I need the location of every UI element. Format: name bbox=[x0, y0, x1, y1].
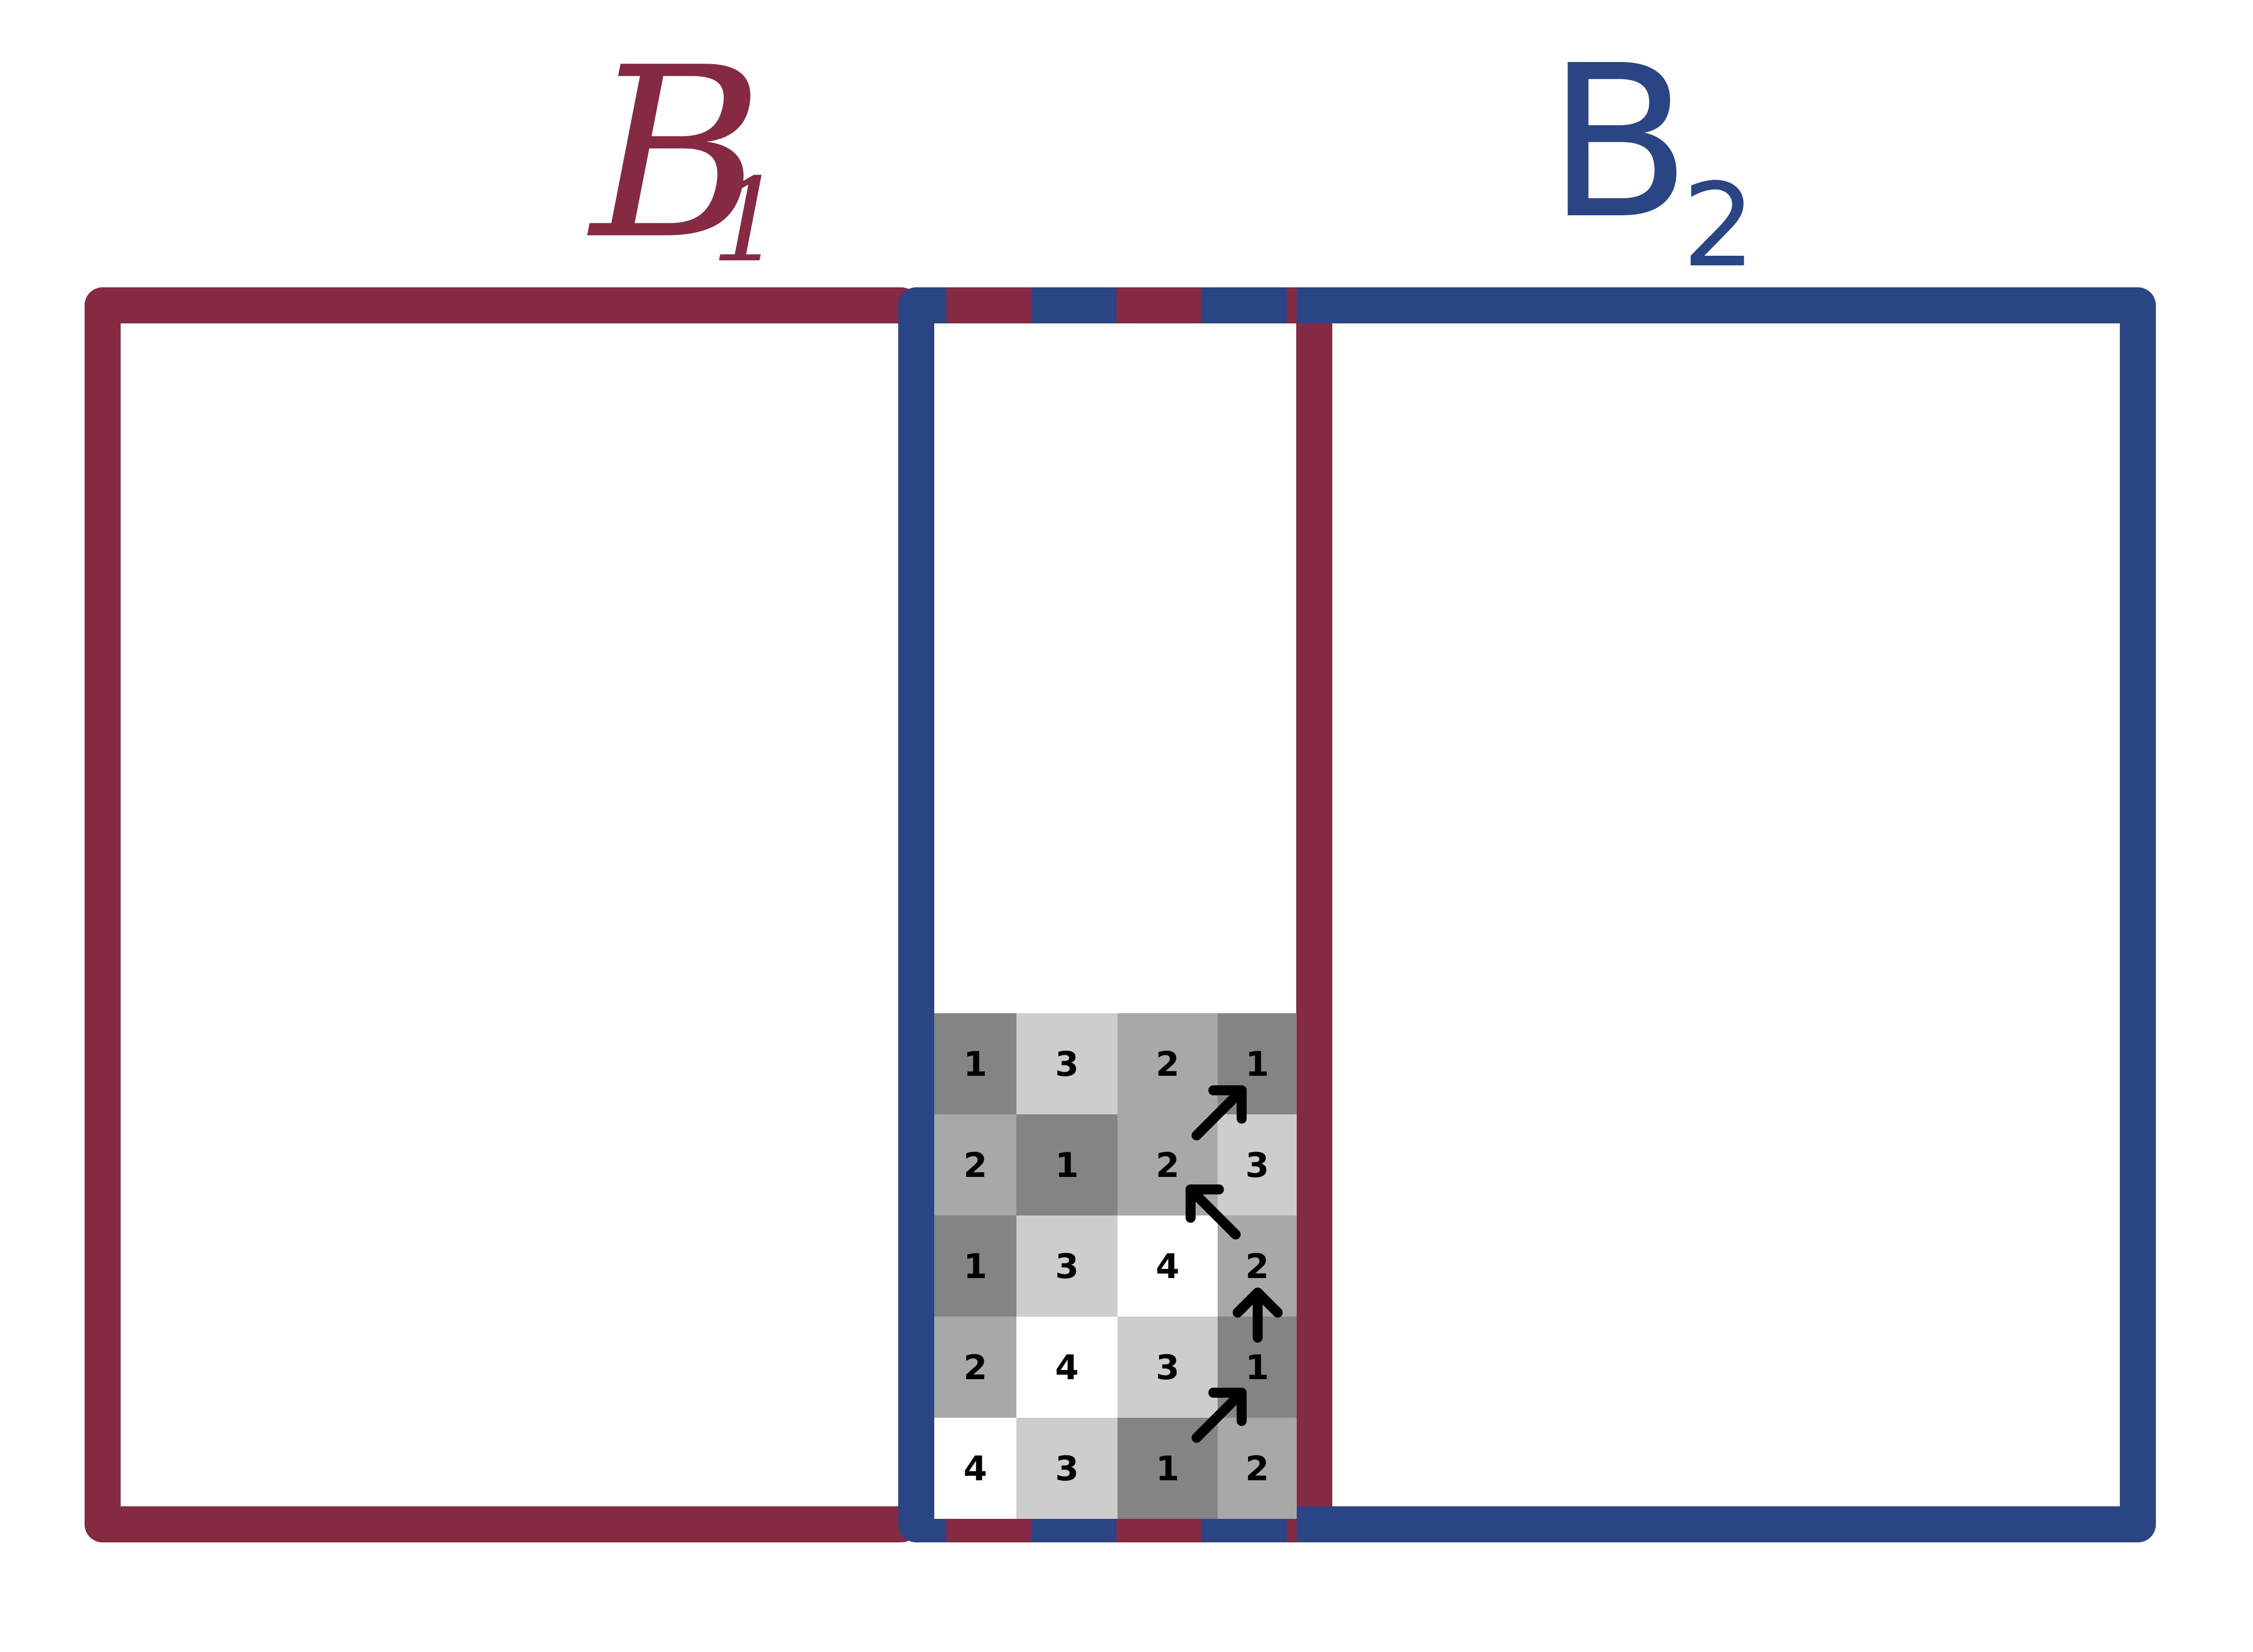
arrow-1-up bbox=[1233, 1288, 1283, 1343]
arrow-3-up-right bbox=[1192, 1085, 1247, 1140]
b1-letter: B bbox=[587, 17, 764, 291]
b2-subscript: 2 bbox=[1682, 159, 1755, 293]
grid-cell-label-r1-c2: 2 bbox=[1156, 1146, 1179, 1185]
grid-cell-r3-c2 bbox=[1117, 1317, 1218, 1418]
path-arrows bbox=[1186, 1085, 1283, 1443]
arrow-0-up-right bbox=[1192, 1388, 1247, 1443]
cell-grid: 1 3 2 1 2 1 2 3 1 3 4 2 2 4 3 1 4 3 1 2 bbox=[934, 1013, 1297, 1519]
grid-cell-label-r0-c2: 2 bbox=[1156, 1045, 1179, 1084]
grid-cell-label-r2-c1: 3 bbox=[1055, 1247, 1078, 1287]
arrow-2-up-left bbox=[1186, 1184, 1241, 1240]
grid-cell-label-r2-c3: 2 bbox=[1245, 1247, 1269, 1287]
label-b1: B 1 bbox=[587, 17, 785, 291]
grid-cell-r1-c0 bbox=[934, 1114, 1016, 1215]
grid-cell-label-r0-c0: 1 bbox=[963, 1045, 987, 1084]
grid-cell-label-r0-c3: 1 bbox=[1245, 1045, 1269, 1084]
label-b2: B 2 bbox=[1547, 21, 1755, 293]
grid-cell-r1-c3 bbox=[1218, 1114, 1297, 1215]
grid-cell-label-r0-c1: 3 bbox=[1055, 1045, 1078, 1084]
grid-cell-r3-c0 bbox=[934, 1317, 1016, 1418]
grid-cell-label-r3-c3: 1 bbox=[1245, 1348, 1269, 1388]
grid-cell-label-r4-c3: 2 bbox=[1245, 1449, 1269, 1489]
overlap-dashed-edges bbox=[946, 287, 1297, 1542]
grid-cell-label-r4-c1: 3 bbox=[1055, 1449, 1078, 1489]
b1-subscript: 1 bbox=[711, 154, 784, 288]
grid-cell-label-r3-c2: 3 bbox=[1156, 1348, 1179, 1388]
grid-cell-label-r1-c3: 3 bbox=[1245, 1146, 1269, 1185]
b2-letter: B bbox=[1547, 21, 1691, 265]
grid-cell-r0-c0 bbox=[934, 1013, 1016, 1114]
grid-cell-label-r1-c1: 1 bbox=[1055, 1146, 1078, 1185]
grid-cell-label-r2-c2: 4 bbox=[1156, 1247, 1179, 1287]
grid-cell-r2-c1 bbox=[1016, 1215, 1117, 1317]
grid-cell-label-r3-c1: 4 bbox=[1055, 1348, 1078, 1388]
grid-cell-label-r2-c0: 1 bbox=[963, 1247, 987, 1287]
grid-cell-r3-c1 bbox=[1016, 1317, 1117, 1418]
grid-cell-label-r1-c0: 2 bbox=[963, 1146, 987, 1185]
grid-cell-label-r4-c0: 4 bbox=[963, 1449, 987, 1489]
grid-cell-r4-c3 bbox=[1218, 1418, 1297, 1519]
grid-cell-r4-c0 bbox=[934, 1418, 1016, 1519]
grid-cell-r1-c1 bbox=[1016, 1114, 1117, 1215]
grid-cell-r4-c1 bbox=[1016, 1418, 1117, 1519]
grid-cell-r2-c2 bbox=[1117, 1215, 1218, 1317]
grid-cell-label-r3-c0: 2 bbox=[963, 1348, 987, 1388]
box-b1 bbox=[85, 287, 1332, 1542]
grid-cell-r0-c2 bbox=[1117, 1013, 1218, 1114]
grid-cell-r2-c0 bbox=[934, 1215, 1016, 1317]
grid-cell-r0-c1 bbox=[1016, 1013, 1117, 1114]
grid-cell-label-r4-c2: 1 bbox=[1156, 1449, 1179, 1489]
